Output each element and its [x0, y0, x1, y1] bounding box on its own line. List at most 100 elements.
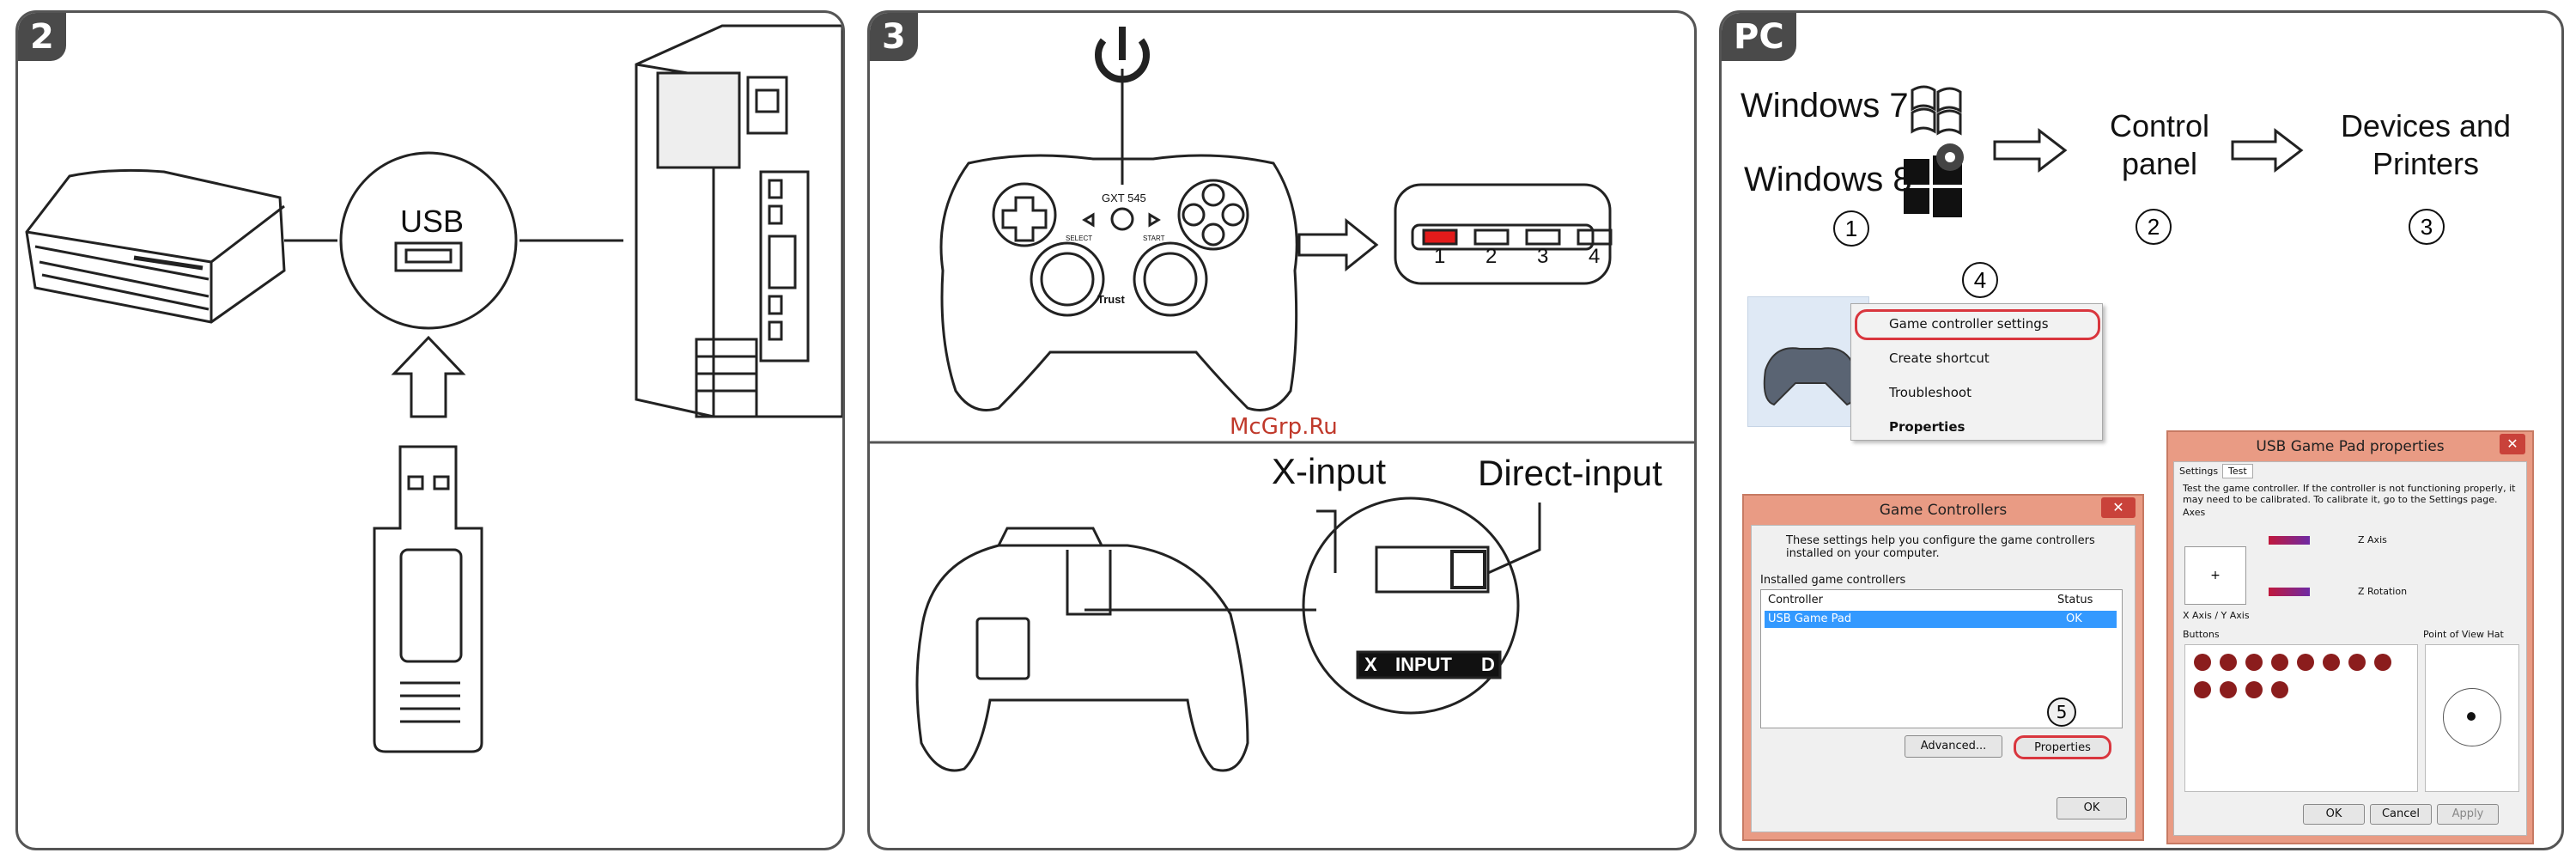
usb-label: USB	[400, 204, 465, 239]
button-indicator	[2348, 654, 2366, 671]
z-axis-label: Z Axis	[2358, 534, 2387, 545]
dialog-title: USB Game Pad properties	[2256, 438, 2445, 455]
row-status: OK	[2066, 612, 2082, 625]
switch-input-label: INPUT	[1395, 654, 1452, 675]
xy-axis-box: +	[2184, 546, 2246, 605]
menu-label-game-controller-settings: Game controller settings	[1889, 316, 2049, 332]
step-number-4: 4	[1962, 262, 1998, 298]
button-indicator	[2297, 654, 2314, 671]
z-rotation-label: Z Rotation	[2358, 586, 2408, 597]
table-row[interactable]	[1765, 611, 2117, 628]
step-badge: 3	[870, 13, 918, 61]
tab-settings[interactable]: Settings	[2179, 466, 2219, 477]
start-label: START	[1143, 235, 1165, 242]
col-status: Status	[2057, 594, 2093, 606]
axes-label: Axes	[2183, 507, 2206, 518]
button-indicator	[2271, 681, 2288, 698]
gamepad-properties-dialog: USB Game Pad properties ✕ Settings Test …	[2166, 430, 2534, 844]
context-menu: Game controller settings Create shortcut…	[1850, 303, 2103, 441]
led-number-3: 3	[1537, 245, 1549, 268]
xy-axis-label: X Axis / Y Axis	[2183, 610, 2250, 621]
pc-steps-illustration	[1904, 85, 2304, 217]
pov-label: Point of View Hat	[2423, 629, 2504, 640]
tab-test[interactable]: Test	[2222, 464, 2253, 478]
right-arrow-icon	[1297, 217, 1379, 272]
windows7-label: Windows 7	[1741, 87, 1909, 125]
gamepad-led-illustration	[870, 27, 1694, 772]
directinput-label: Direct-input	[1478, 453, 1662, 493]
menu-item-create-shortcut[interactable]: Create shortcut	[1889, 350, 1990, 366]
gamepad-top-illustration	[939, 154, 1298, 411]
watermark: McGrp.Ru	[1230, 414, 1338, 440]
gamepad-brand: GXT 545	[1102, 192, 1146, 204]
close-button[interactable]: ✕	[2101, 497, 2136, 518]
step-badge: PC	[1722, 13, 1796, 61]
switch-x-label: X	[1364, 654, 1377, 675]
led-number-2: 2	[1485, 245, 1498, 268]
input-switch-zoom-circle	[1302, 497, 1520, 715]
step-badge: 2	[18, 13, 66, 61]
button-indicator	[2271, 654, 2288, 671]
button-indicator	[2323, 654, 2340, 671]
control-panel-label: Control panel	[2109, 108, 2210, 181]
dialog-body: These settings help you configure the ga…	[1751, 525, 2136, 832]
z-axis-bar	[2269, 536, 2310, 545]
dialog-title: Game Controllers	[1879, 502, 2008, 519]
pov-hat-indicator	[2425, 644, 2519, 792]
installed-controllers-label: Installed game controllers	[1760, 574, 1906, 587]
button-indicator	[2194, 654, 2211, 671]
button-indicator	[2194, 681, 2211, 698]
button-indicator	[2220, 681, 2237, 698]
button-indicator	[2220, 654, 2237, 671]
ok-button[interactable]: OK	[2057, 797, 2127, 819]
led-number-4: 4	[1589, 245, 1601, 268]
properties-button[interactable]: Properties	[2014, 735, 2111, 759]
game-controllers-dialog: Game Controllers ✕ These settings help y…	[1742, 494, 2144, 841]
button-indicator	[2245, 681, 2263, 698]
step-number-2: 2	[2136, 209, 2172, 245]
switch-d-label: D	[1481, 654, 1495, 675]
step-number-1: 1	[1833, 210, 1869, 247]
up-arrow-icon	[391, 335, 466, 418]
row-controller-name: USB Game Pad	[1768, 612, 1852, 625]
ok-button[interactable]: OK	[2303, 804, 2365, 825]
z-rotation-bar	[2269, 588, 2310, 596]
buttons-label: Buttons	[2183, 629, 2220, 640]
step-number-5: 5	[2047, 698, 2076, 727]
button-indicator	[2245, 654, 2263, 671]
windows8-label: Windows 8	[1744, 161, 1912, 198]
select-label: SELECT	[1066, 235, 1093, 242]
menu-item-game-controller-settings[interactable]	[1855, 309, 2100, 340]
console-illustration	[25, 168, 286, 324]
pc-tower-illustration	[635, 24, 842, 418]
xinput-label: X-input	[1272, 451, 1387, 491]
gamepad-device-icon	[1747, 296, 1869, 427]
buttons-grid	[2184, 644, 2418, 792]
step-number-3: 3	[2409, 209, 2445, 245]
apply-button[interactable]: Apply	[2437, 804, 2499, 825]
usb-connection-illustration	[25, 24, 842, 753]
arrow-step1-icon	[1993, 127, 2068, 174]
menu-item-troubleshoot[interactable]: Troubleshoot	[1889, 385, 1971, 400]
close-button[interactable]: ✕	[2500, 434, 2525, 454]
gamepad-back-illustration	[915, 544, 1249, 772]
col-controller: Controller	[1768, 594, 1823, 606]
led-number-1: 1	[1434, 245, 1446, 268]
input-mode-switch-label	[1356, 650, 1502, 679]
windows7-logo-icon	[1911, 85, 1962, 136]
menu-item-properties[interactable]: Properties	[1889, 419, 1965, 435]
dialog-intro: These settings help you configure the ga…	[1786, 534, 2095, 560]
cancel-button[interactable]: Cancel	[2370, 804, 2432, 825]
devices-printers-label: Devices and Printers	[2340, 108, 2512, 181]
dialog-body: Settings Test Test the game controller. …	[2173, 461, 2527, 836]
panel-step-pc: PC Windows 7 Windows 8 Control panel Dev…	[1719, 10, 2564, 850]
advanced-button[interactable]: Advanced...	[1905, 735, 2002, 758]
usb-port-circle	[339, 151, 518, 330]
windows8-logo-icon	[1904, 155, 1962, 217]
panel-step-2: 2	[15, 10, 845, 850]
gamepad-logo: Trust	[1097, 293, 1125, 306]
arrow-step2-icon	[2231, 127, 2304, 174]
test-description: Test the game controller. If the control…	[2183, 483, 2516, 505]
panel-step-3: 3	[867, 10, 1697, 850]
usb-stick-illustration	[373, 445, 483, 753]
